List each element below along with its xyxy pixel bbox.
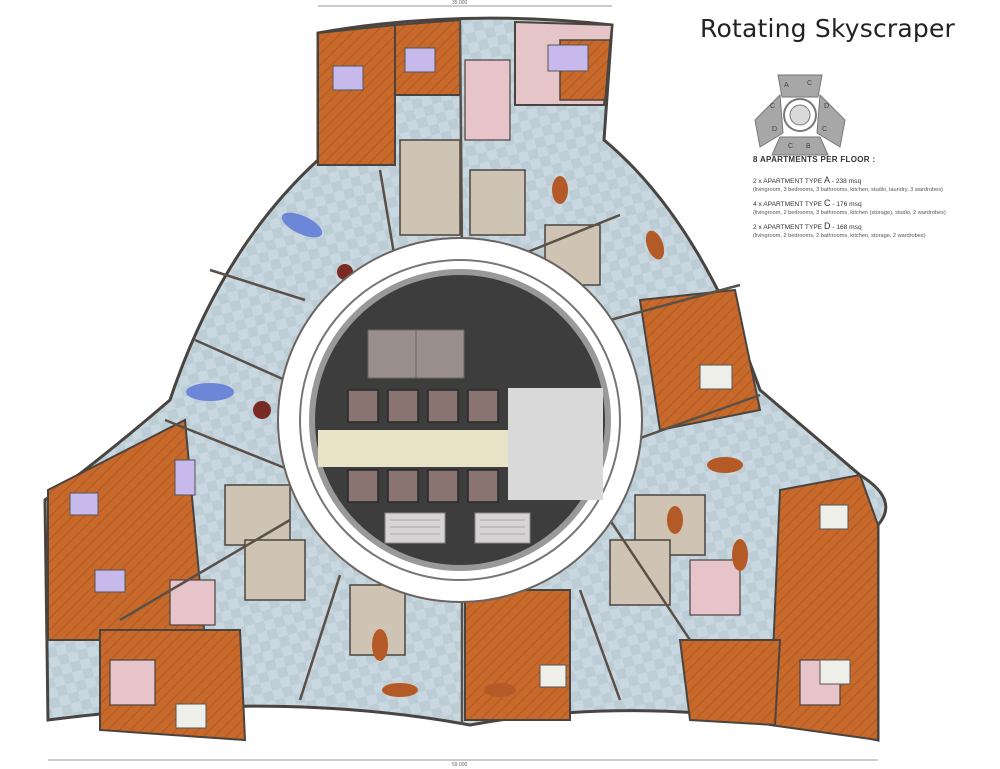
bathroom-zones (109, 59, 841, 706)
legend-heading: 8 APARTMENTS PER FLOOR : (753, 155, 876, 164)
legend-type-details: (livingroom, 2 bedrooms, 2 bathrooms, ki… (753, 233, 926, 239)
legend-item-type-a: 2 x APARTMENT TYPE A - 238 msq (livingro… (753, 176, 993, 194)
legend-type-area: - 168 msq (830, 224, 862, 231)
dimension-lines (48, 5, 878, 761)
legend-type-letter: A (823, 175, 830, 185)
key-diagram (754, 74, 846, 156)
legend-type-area: - 238 msq (829, 178, 862, 185)
legend-type-details: (livingroom, 2 bedrooms, 3 bathrooms, ki… (753, 210, 946, 216)
page-title: Rotating Skyscraper (700, 14, 956, 43)
legend-type-area: - 176 msq (830, 201, 862, 208)
apartment-zones (47, 18, 879, 742)
legend-type-details: (livingroom, 3 bedrooms, 3 bathrooms, ki… (753, 187, 943, 193)
legend-type-prefix: 2 x APARTMENT TYPE (753, 178, 824, 185)
dimension-bottom: 59.000 (452, 762, 468, 768)
furniture (69, 44, 851, 729)
partition-walls (119, 19, 761, 725)
apartment-legend: 8 APARTMENTS PER FLOOR : 2 x APARTMENT T… (753, 155, 993, 245)
central-core (277, 237, 643, 603)
legend-item-type-c: 4 x APARTMENT TYPE C - 176 msq (livingro… (753, 199, 993, 217)
legend-type-prefix: 2 x APARTMENT TYPE (753, 224, 824, 231)
legend-type-prefix: 4 x APARTMENT TYPE (753, 201, 824, 208)
legend-item-type-d: 2 x APARTMENT TYPE D - 168 msq (livingro… (753, 222, 993, 240)
dimension-top: 35.000 (452, 0, 468, 6)
legend-type-letter: D (823, 221, 831, 231)
legend-type-letter: C (823, 198, 831, 208)
